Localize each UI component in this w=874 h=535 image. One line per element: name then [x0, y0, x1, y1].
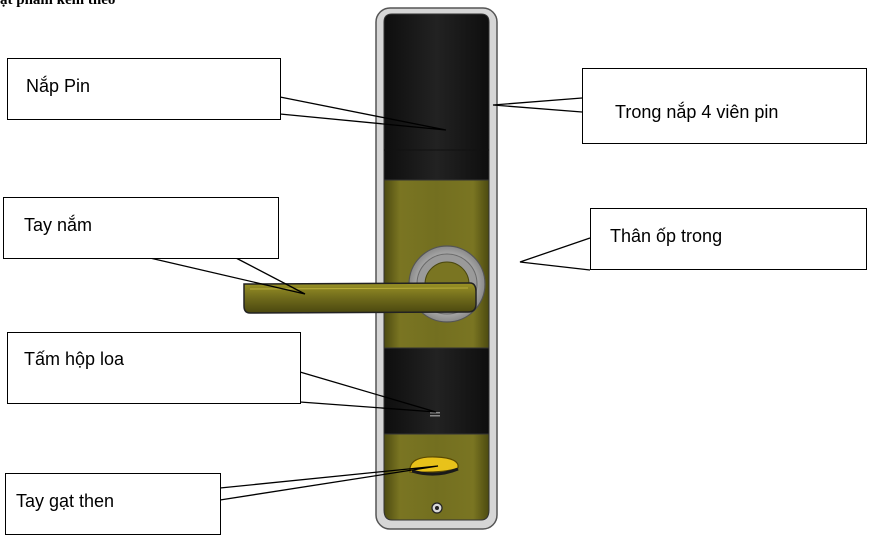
leader-inner-body: [519, 237, 591, 271]
leader-bolt-lever: [219, 465, 439, 501]
leader-lines: [149, 96, 591, 501]
handle-lever: [243, 282, 477, 314]
battery-cover-panel: [383, 13, 490, 181]
callout-label: Tay gạt then: [16, 491, 115, 511]
key-hole: [431, 502, 443, 514]
callout-battery-cover: Nắp Pin: [7, 58, 281, 120]
callout-battery-inside: Trong nắp 4 viên pin: [582, 68, 867, 144]
speaker-plate-panel: [383, 347, 490, 435]
callout-label: Tấm hộp loa: [24, 349, 125, 369]
callout-handle: Tay nắm: [3, 197, 279, 259]
header-partial-text: ật phẩm kèm theo: [0, 0, 116, 8]
speaker-grille: [430, 412, 440, 417]
callout-label: Thân ốp trong: [610, 226, 723, 246]
callout-label: Trong nắp 4 viên pin: [615, 102, 779, 122]
callout-label: Tay nắm: [24, 215, 93, 235]
callout-inner-body: Thân ốp trong: [590, 208, 867, 270]
bolt-lever: [409, 456, 459, 476]
leader-battery-inside: [492, 97, 583, 113]
callout-label: Nắp Pin: [26, 76, 91, 96]
leader-battery-cover: [279, 96, 447, 131]
callout-speaker-plate: Tấm hộp loa: [7, 332, 301, 404]
leader-speaker-plate: [299, 371, 437, 413]
bottom-body-panel: [383, 433, 490, 521]
leader-handle: [149, 257, 306, 295]
callout-bolt-lever: Tay gạt then: [5, 473, 221, 535]
